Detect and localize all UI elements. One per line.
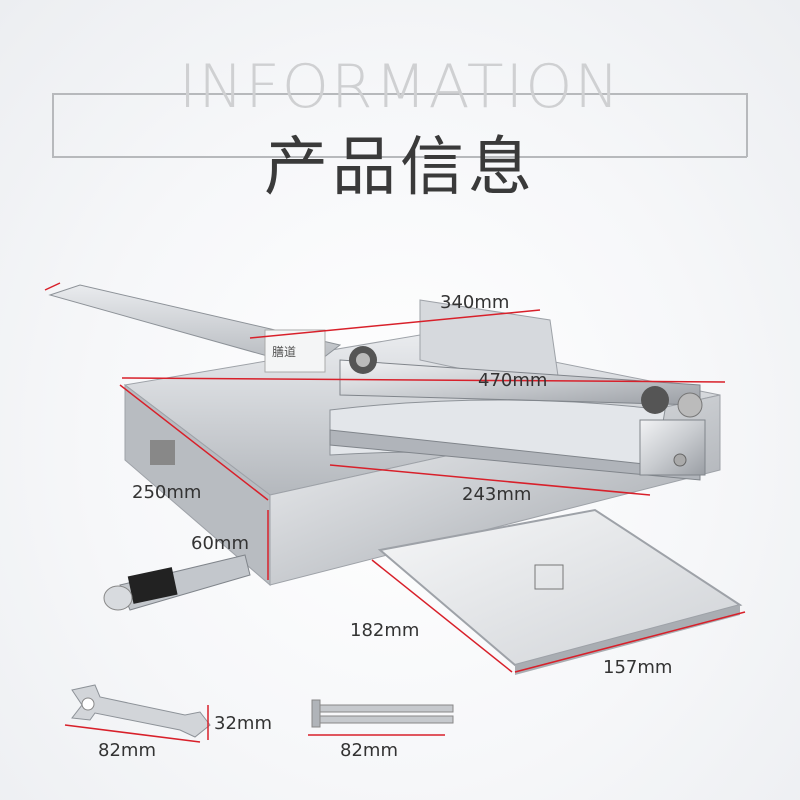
- header-line-bottom: [52, 156, 747, 158]
- label-wrench-width: 32mm: [214, 713, 272, 734]
- label-length-base: 470mm: [478, 370, 548, 391]
- handle: 膳道: [48, 284, 342, 373]
- label-wrench-length: 82mm: [98, 740, 156, 761]
- label-depth: 250mm: [132, 482, 202, 503]
- svg-text:膳道: 膳道: [272, 344, 296, 359]
- label-blade: 243mm: [462, 484, 532, 505]
- header-line-top: [52, 93, 747, 95]
- header-line-right: [746, 93, 748, 157]
- pivot-mechanism: [349, 346, 706, 476]
- label-length-top: 340mm: [440, 292, 510, 313]
- title-english: INFORMATION: [178, 52, 622, 122]
- header: INFORMATION 产品信息: [0, 0, 800, 230]
- front-lever: [103, 554, 251, 611]
- label-tray-width: 157mm: [603, 657, 673, 678]
- title-chinese: 产品信息: [264, 131, 536, 205]
- header-line-left: [52, 93, 54, 157]
- label-height: 60mm: [191, 533, 249, 554]
- dimension-lines: [44, 282, 746, 743]
- wrench: [71, 684, 211, 738]
- label-pin-length: 82mm: [340, 740, 398, 761]
- pins: [311, 699, 454, 728]
- slicer-base: [123, 334, 721, 587]
- label-tray-depth: 182mm: [350, 620, 420, 641]
- lever-arm: [329, 359, 701, 481]
